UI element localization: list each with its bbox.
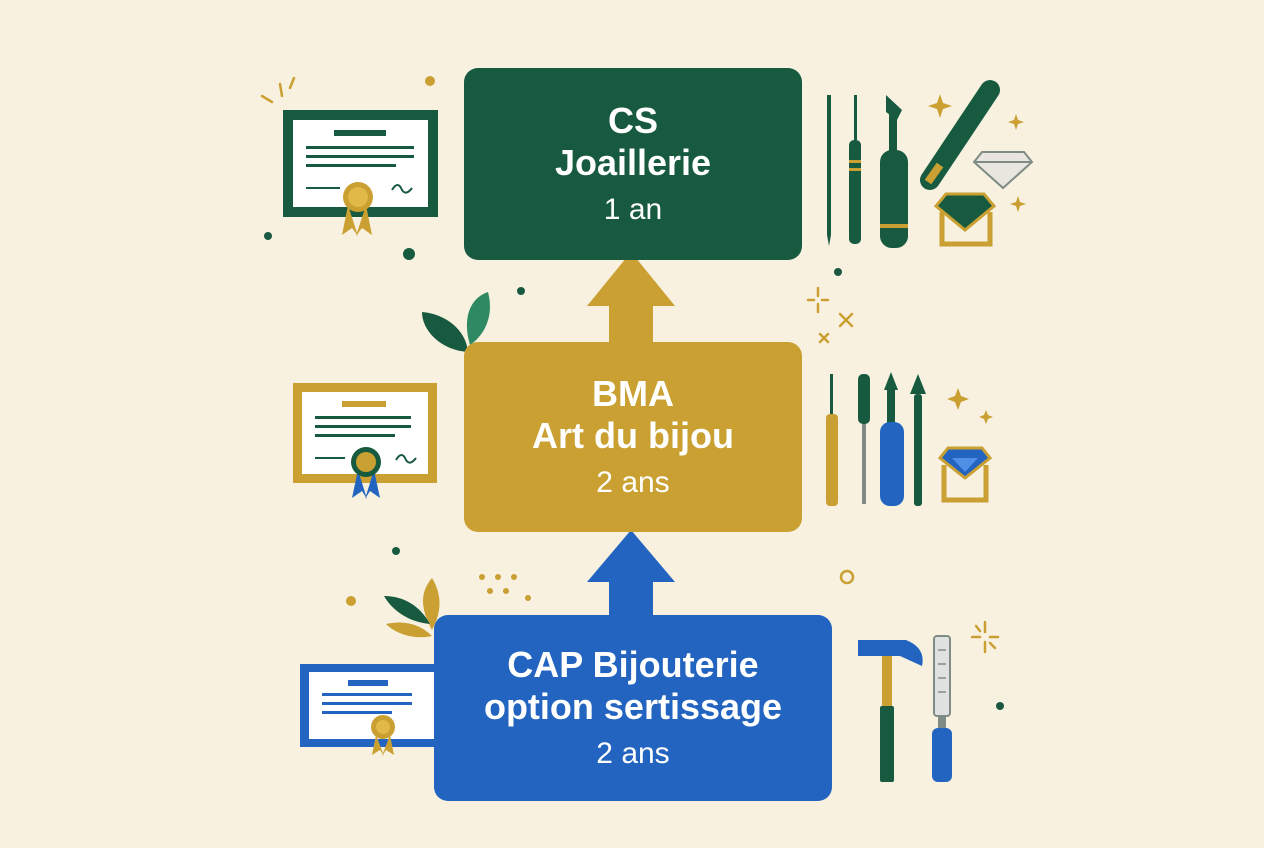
- certificate-icon: [300, 664, 443, 747]
- medal-icon: [371, 715, 395, 756]
- burin-icon: [880, 95, 908, 248]
- leaf-icon: [384, 578, 440, 638]
- arrow-bma-to-cs: [587, 252, 675, 346]
- level-duration: 2 ans: [596, 466, 670, 499]
- level-box-bma-art-du-bijou: BMA Art du bijou 2 ans: [464, 342, 802, 532]
- burin-icon: [858, 374, 870, 504]
- level-duration: 2 ans: [596, 737, 670, 770]
- burin-icon: [849, 95, 861, 244]
- level-box-cap-bijouterie: CAP Bijouterie option sertissage 2 ans: [434, 615, 832, 801]
- sparkle-icon: [260, 76, 1000, 654]
- level-title-line2: option sertissage: [483, 686, 783, 727]
- sparkle-icon: [928, 94, 1026, 424]
- file-icon: [920, 80, 1000, 190]
- level-title-line1: CS: [607, 100, 658, 141]
- level-title-line1: BMA: [592, 373, 674, 414]
- arrow-cap-to-bma: [587, 530, 675, 620]
- dots: [264, 76, 1004, 710]
- gemstone-icon: [937, 446, 993, 503]
- level-title-line1: CAP Bijouterie: [507, 644, 759, 685]
- file-icon: [932, 635, 952, 782]
- hammer-icon: [858, 640, 923, 782]
- leaf-icon: [422, 292, 490, 352]
- tweezers-icon: [910, 374, 926, 506]
- burin-icon: [880, 372, 904, 506]
- burin-icon: [826, 374, 838, 506]
- level-duration: 1 an: [603, 193, 663, 226]
- level-title-line2: Art du bijou: [532, 415, 734, 456]
- ring-icon: [933, 192, 997, 247]
- level-title-line2: Joaillerie: [554, 142, 712, 183]
- medal-icon: [351, 447, 381, 499]
- tweezers-icon: [827, 95, 831, 246]
- medal-icon: [342, 182, 373, 236]
- level-box-cs-joaillerie: CS Joaillerie 1 an: [464, 68, 802, 260]
- diamond-icon: [972, 151, 1034, 190]
